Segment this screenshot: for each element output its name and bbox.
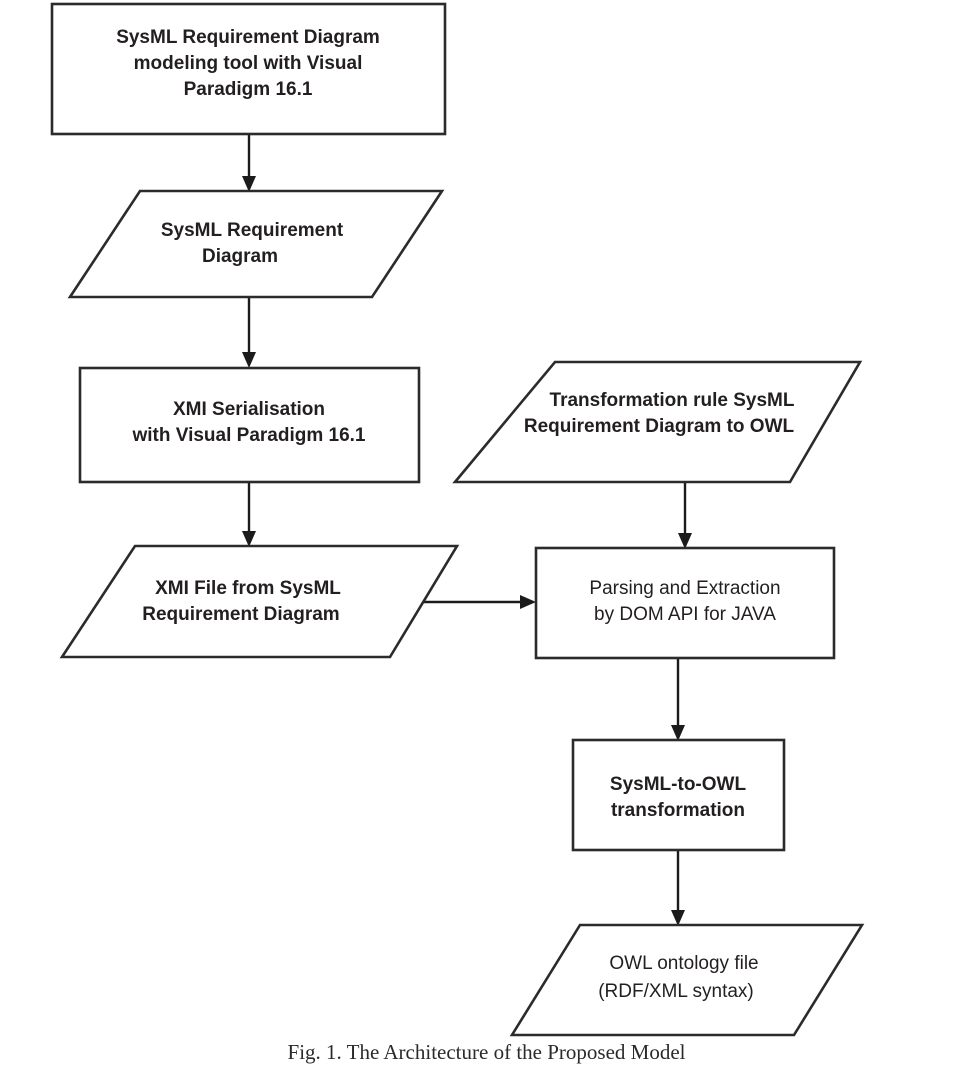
node-n2-line-2: Diagram xyxy=(202,246,278,267)
node-sysml-requirement-diagram-modeling-tool[interactable]: SysML Requirement Diagram modeling tool … xyxy=(50,2,447,136)
node-n3-line-2: with Visual Paradigm 16.1 xyxy=(131,425,365,446)
node-n7-line-2: transformation xyxy=(611,800,745,821)
node-n8-line-2: (RDF/XML syntax) xyxy=(598,981,754,1002)
node-xmi-serialisation[interactable]: XMI Serialisation with Visual Paradigm 1… xyxy=(78,366,421,484)
edge-n6-to-n7 xyxy=(671,658,685,741)
figure-caption: Fig. 1. The Architecture of the Proposed… xyxy=(287,1040,686,1064)
node-sysml-to-owl-transformation[interactable]: SysML-to-OWL transformation xyxy=(571,738,786,852)
node-sysml-requirement-diagram-artifact[interactable]: SysML Requirement Diagram xyxy=(67,189,445,299)
node-parsing-and-extraction[interactable]: Parsing and Extraction by DOM API for JA… xyxy=(534,546,836,660)
edge-n5-to-n6 xyxy=(409,595,536,609)
edge-n7-to-n8 xyxy=(671,850,685,926)
edge-n1-to-n2 xyxy=(242,134,256,192)
edge-n2-to-n3 xyxy=(242,297,256,368)
node-n4-line-2: Requirement Diagram to OWL xyxy=(524,416,795,437)
node-n3-line-1: XMI Serialisation xyxy=(173,399,325,420)
node-n1-line-1: SysML Requirement Diagram xyxy=(116,27,380,48)
node-n5-line-1: XMI File from SysML xyxy=(155,578,341,599)
connector-layer xyxy=(242,134,692,926)
node-n4-line-1: Transformation rule SysML xyxy=(550,390,795,411)
node-n1-line-3: Paradigm 16.1 xyxy=(184,79,313,100)
node-n6-line-2: by DOM API for JAVA xyxy=(594,604,776,625)
node-n2-line-1: SysML Requirement xyxy=(161,220,344,241)
node-n5-line-2: Requirement Diagram xyxy=(142,604,339,625)
node-n6-line-1: Parsing and Extraction xyxy=(589,578,780,599)
edge-n4-to-n6 xyxy=(678,482,692,549)
edge-n3-to-n5 xyxy=(242,482,256,547)
node-n1-line-2: modeling tool with Visual xyxy=(134,53,363,74)
node-n8-line-1: OWL ontology file xyxy=(609,953,758,974)
node-xmi-file-artifact[interactable]: XMI File from SysML Requirement Diagram xyxy=(59,544,460,659)
node-owl-ontology-file[interactable]: OWL ontology file (RDF/XML syntax) xyxy=(509,923,865,1037)
node-transformation-rule[interactable]: Transformation rule SysML Requirement Di… xyxy=(452,360,863,484)
node-n7-line-1: SysML-to-OWL xyxy=(610,774,747,795)
